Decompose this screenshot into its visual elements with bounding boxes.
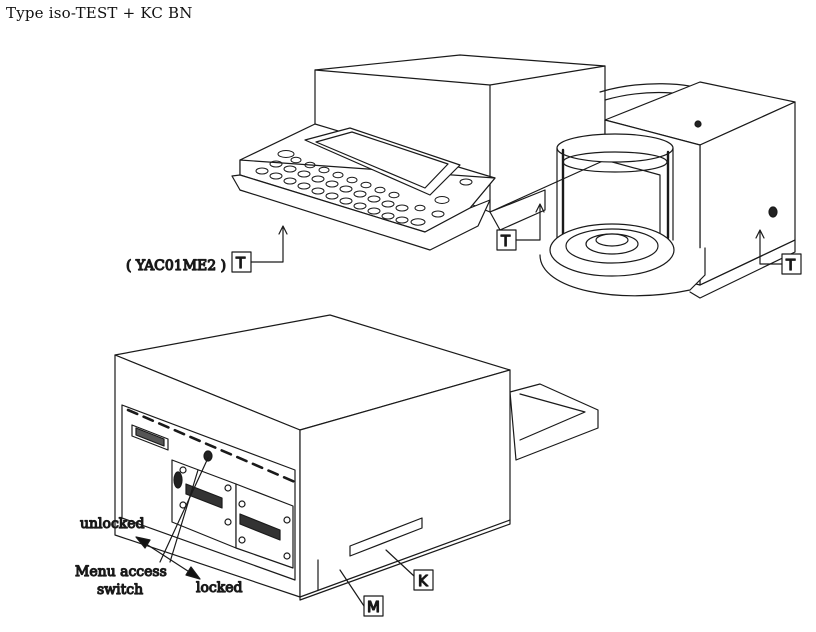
menu-access-label-line2: switch: [97, 582, 143, 598]
tag-k: K: [418, 572, 429, 590]
balance-main-housing: [314, 54, 606, 231]
tag-t-housing: T: [500, 232, 511, 250]
callout-k: [385, 549, 434, 591]
tag-t-keypad: T: [235, 254, 246, 272]
callout-t-weighing-unit: [755, 229, 802, 275]
sub-d-connector-2: [239, 513, 281, 541]
page-title: Type iso-TEST + KC BN: [6, 4, 193, 22]
weighing-unit: [539, 81, 796, 299]
tag-t-weighing-unit: T: [785, 256, 796, 274]
control-keypad-panel: [231, 123, 496, 251]
callout-t-housing: [496, 203, 545, 251]
menu-access-label-line1: Menu access: [75, 564, 167, 580]
locked-label: locked: [196, 580, 243, 596]
tag-m: M: [367, 598, 380, 616]
sub-d-connector-1: [185, 483, 223, 509]
callout-m: [339, 569, 384, 617]
callout-t-keypad: [231, 225, 288, 273]
kc-bn-interface-box: [114, 314, 599, 601]
unlocked-label: unlocked: [80, 516, 145, 532]
menu-access-switch: [203, 450, 213, 462]
part-number-label: ( YAC01ME2 ): [126, 258, 226, 274]
switch-callout-lines: [135, 457, 209, 580]
keypad-keys: [255, 150, 473, 226]
